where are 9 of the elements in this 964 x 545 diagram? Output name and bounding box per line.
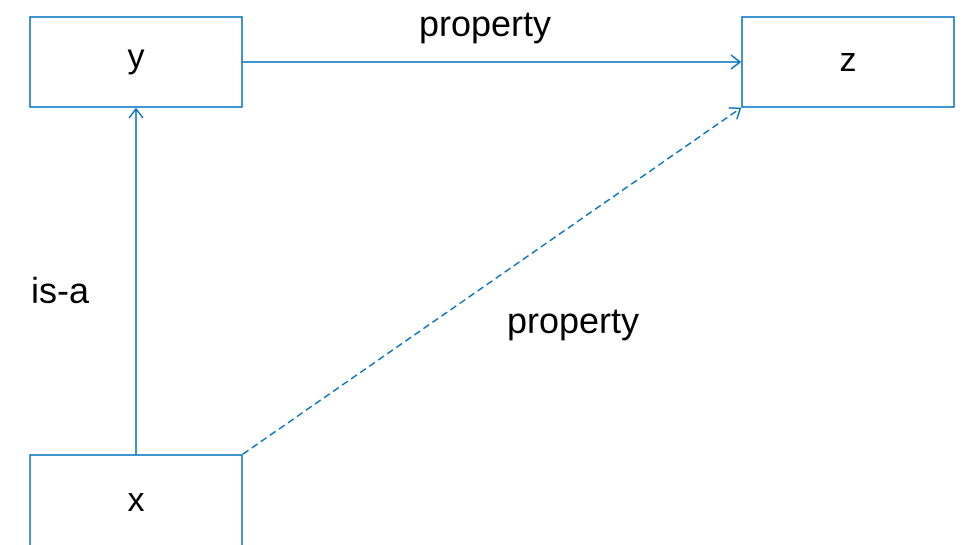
arrow [242,107,742,455]
concept-box: z [741,16,955,108]
edge-label: is-a [33,276,89,304]
arrow [128,108,144,454]
arrow [242,54,742,70]
edge-label: property [421,12,551,44]
edge-label: property [509,310,639,340]
concept-box: y [29,16,243,108]
concept-box: x [29,454,243,545]
